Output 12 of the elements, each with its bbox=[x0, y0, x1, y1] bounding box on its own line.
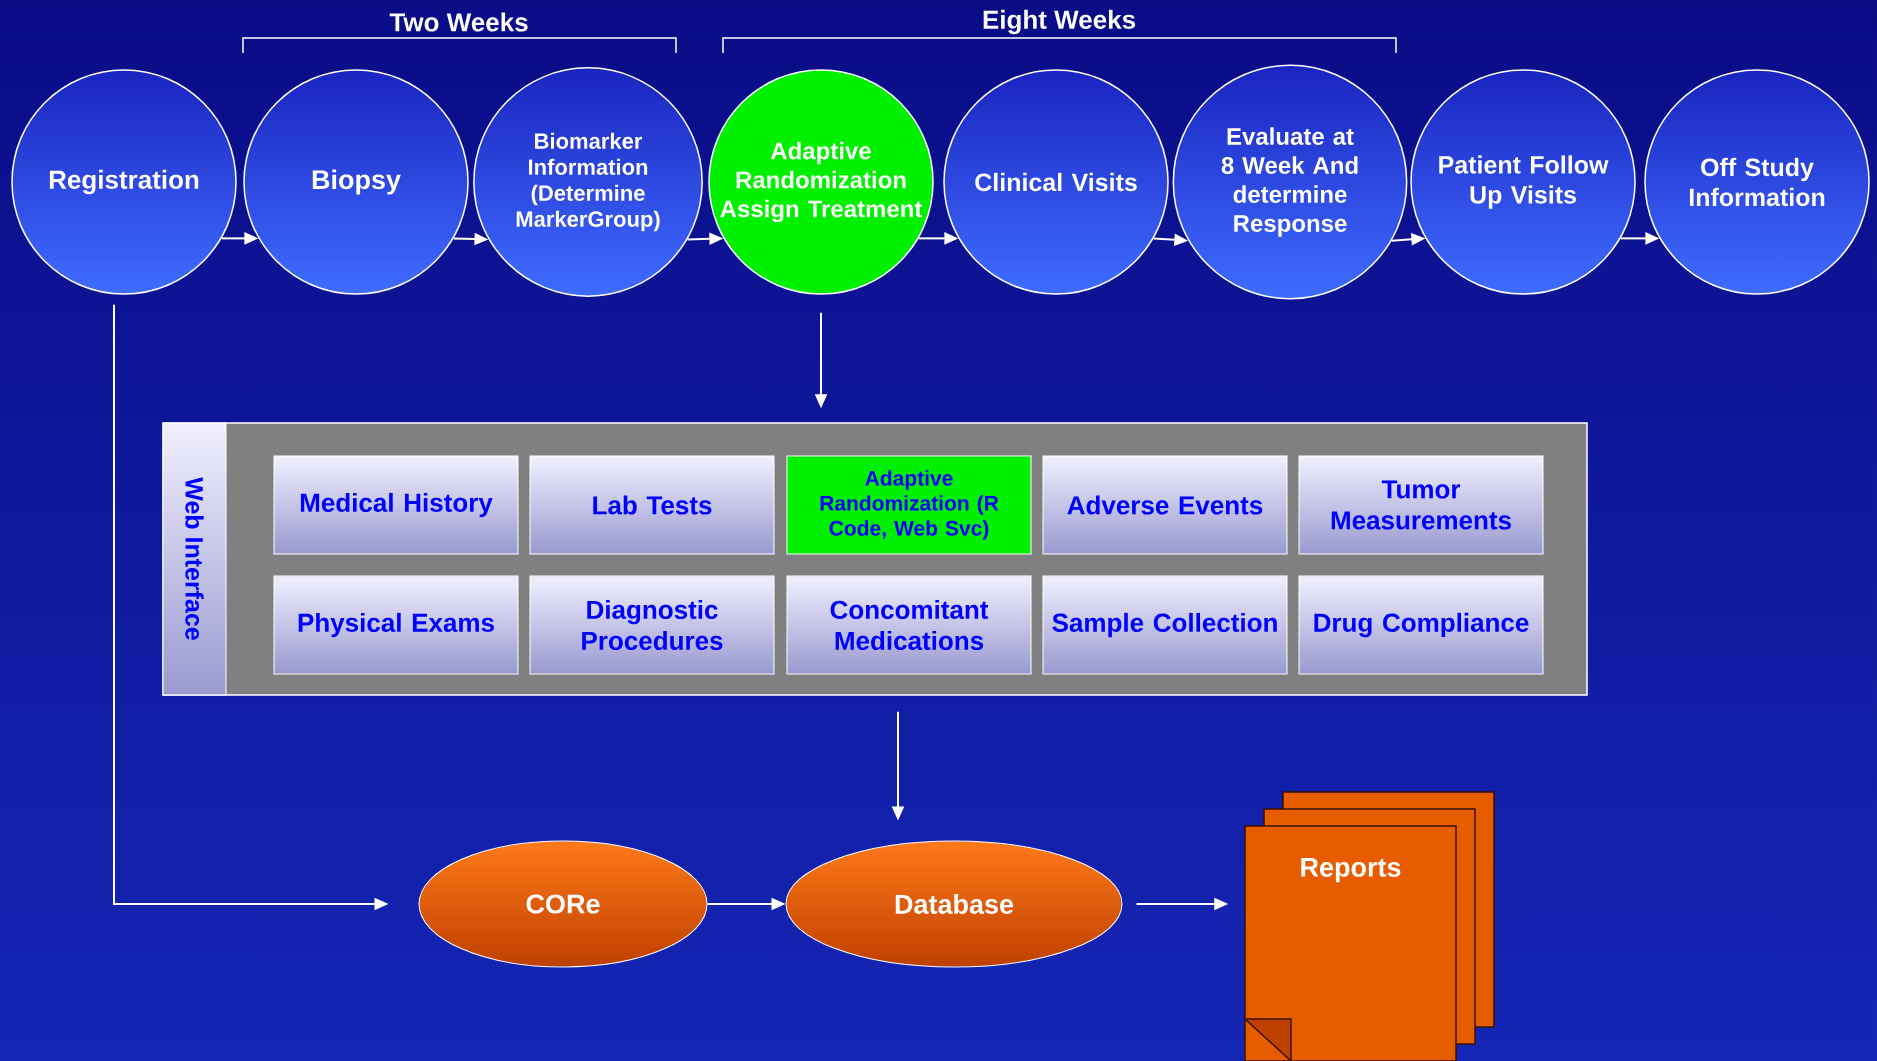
module-box: Physical Exams bbox=[273, 575, 519, 675]
module-box: Adaptive Randomization (R Code, Web Svc) bbox=[786, 455, 1032, 555]
module-box: Concomitant Medications bbox=[786, 575, 1032, 675]
module-box: Diagnostic Procedures bbox=[529, 575, 775, 675]
module-box: Medical History bbox=[273, 455, 519, 555]
bracket-label: Eight Weeks bbox=[983, 9, 1135, 35]
module-box: Drug Compliance bbox=[1298, 575, 1544, 675]
module-box: Lab Tests bbox=[529, 455, 775, 555]
module-box: Tumor Measurements bbox=[1298, 455, 1544, 555]
module-box: Sample Collection bbox=[1042, 575, 1288, 675]
bracket-label: Two Weeks bbox=[389, 12, 528, 32]
module-box: Adverse Events bbox=[1042, 455, 1288, 555]
